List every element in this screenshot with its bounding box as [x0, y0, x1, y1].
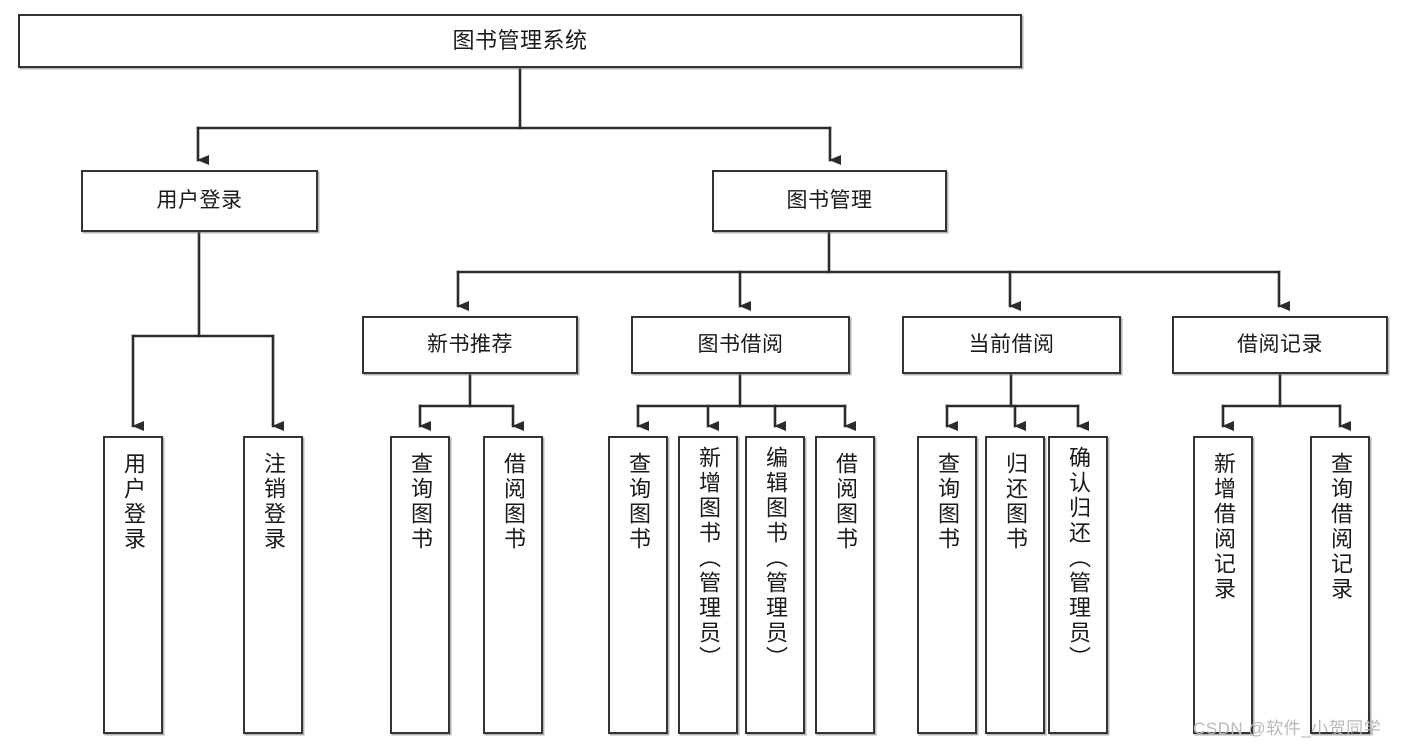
node-book-management-system[interactable]: 图书管理系统 — [18, 14, 1022, 68]
node-label: 借阅记录 — [1237, 332, 1323, 356]
node-label: 查询图书 — [408, 452, 433, 552]
node-leaf-logout-login[interactable]: 注销登录 — [243, 436, 303, 734]
node-leaf-user-login[interactable]: 用户登录 — [103, 436, 163, 734]
node-label: 用户登录 — [156, 188, 243, 212]
node-current-borrow[interactable]: 当前借阅 — [902, 316, 1121, 374]
node-book-borrow[interactable]: 图书借阅 — [631, 316, 850, 374]
node-label: 新增图书（管理员） — [696, 446, 721, 671]
node-label: 用户登录 — [121, 452, 146, 552]
node-user-login[interactable]: 用户登录 — [81, 170, 318, 232]
node-leaf-return-book[interactable]: 归还图书 — [985, 436, 1045, 734]
node-leaf-edit-book[interactable]: 编辑图书（管理员） — [745, 436, 805, 734]
node-leaf-query-record[interactable]: 查询借阅记录 — [1310, 436, 1370, 734]
node-label: 图书借阅 — [697, 332, 784, 356]
node-label: 编辑图书（管理员） — [763, 446, 788, 671]
node-leaf-add-record[interactable]: 新增借阅记录 — [1193, 436, 1253, 734]
node-label: 图书管理系统 — [452, 28, 588, 54]
node-leaf-query-book-2[interactable]: 查询图书 — [608, 436, 668, 734]
node-label: 新书推荐 — [427, 332, 513, 356]
node-label: 借阅图书 — [501, 452, 526, 552]
node-label: 图书管理 — [786, 188, 873, 212]
node-label: 查询图书 — [626, 452, 651, 552]
node-leaf-confirm-return[interactable]: 确认归还（管理员） — [1048, 436, 1108, 734]
node-leaf-query-book-1[interactable]: 查询图书 — [390, 436, 450, 734]
node-leaf-borrow-book-2[interactable]: 借阅图书 — [815, 436, 875, 734]
node-label: 当前借阅 — [968, 332, 1055, 356]
node-leaf-add-book[interactable]: 新增图书（管理员） — [678, 436, 738, 734]
node-label: 确认归还（管理员） — [1066, 446, 1091, 671]
node-label: 查询借阅记录 — [1328, 452, 1353, 602]
node-label: 新增借阅记录 — [1211, 452, 1236, 602]
node-label: 注销登录 — [261, 452, 286, 552]
csdn-watermark: CSDN @软件_小贺同学 — [1193, 719, 1382, 738]
node-label: 借阅图书 — [833, 452, 858, 552]
node-label: 查询图书 — [935, 452, 960, 552]
node-leaf-borrow-book-1[interactable]: 借阅图书 — [483, 436, 543, 734]
node-new-book-recommend[interactable]: 新书推荐 — [362, 316, 578, 374]
node-borrow-record[interactable]: 借阅记录 — [1172, 316, 1388, 374]
node-label: 归还图书 — [1003, 452, 1028, 552]
node-leaf-query-book-3[interactable]: 查询图书 — [917, 436, 977, 734]
node-book-management[interactable]: 图书管理 — [712, 170, 947, 232]
